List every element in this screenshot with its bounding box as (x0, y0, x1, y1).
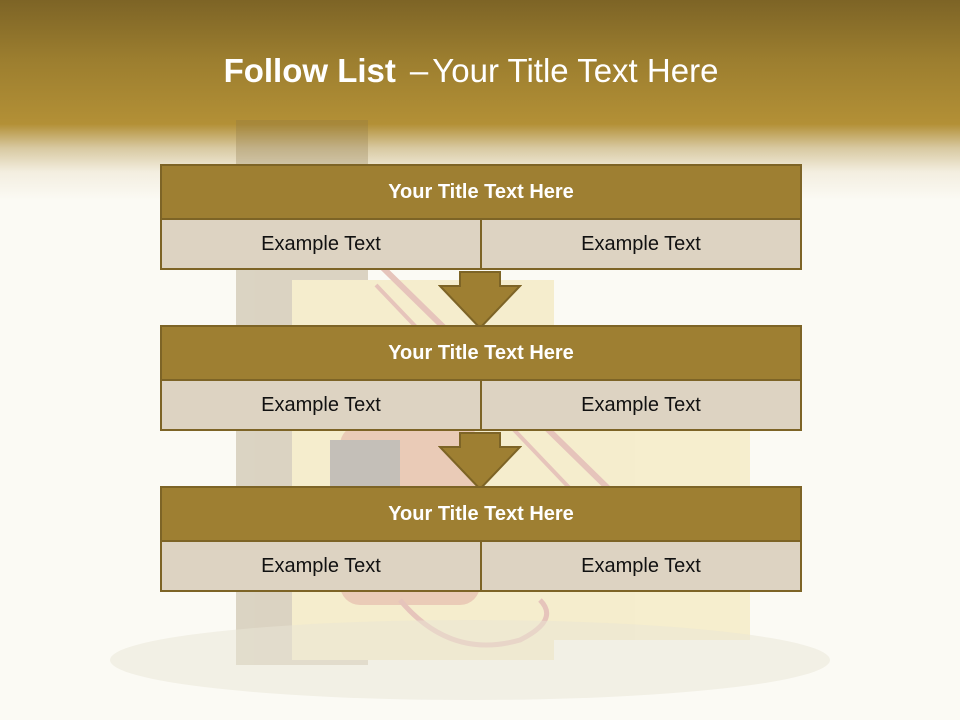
block-row: Example Text Example Text (160, 542, 802, 592)
down-arrow-icon (438, 271, 522, 330)
block-row: Example Text Example Text (160, 220, 802, 270)
title-dash: – (409, 52, 429, 89)
slide-title: Follow List–Your Title Text Here (0, 52, 942, 90)
list-block-1: Your Title Text Here Example Text Exampl… (160, 164, 802, 270)
title-bold: Follow List (223, 52, 396, 89)
list-block-3: Your Title Text Here Example Text Exampl… (160, 486, 802, 592)
block-title: Your Title Text Here (160, 486, 802, 542)
list-block-2: Your Title Text Here Example Text Exampl… (160, 325, 802, 431)
block-cell-left: Example Text (160, 381, 482, 431)
block-row: Example Text Example Text (160, 381, 802, 431)
title-rest: Your Title Text Here (432, 52, 719, 89)
down-arrow-icon (438, 432, 522, 491)
block-cell-right: Example Text (482, 220, 802, 270)
block-cell-left: Example Text (160, 220, 482, 270)
block-cell-right: Example Text (482, 381, 802, 431)
block-title: Your Title Text Here (160, 325, 802, 381)
block-cell-left: Example Text (160, 542, 482, 592)
block-title: Your Title Text Here (160, 164, 802, 220)
block-cell-right: Example Text (482, 542, 802, 592)
